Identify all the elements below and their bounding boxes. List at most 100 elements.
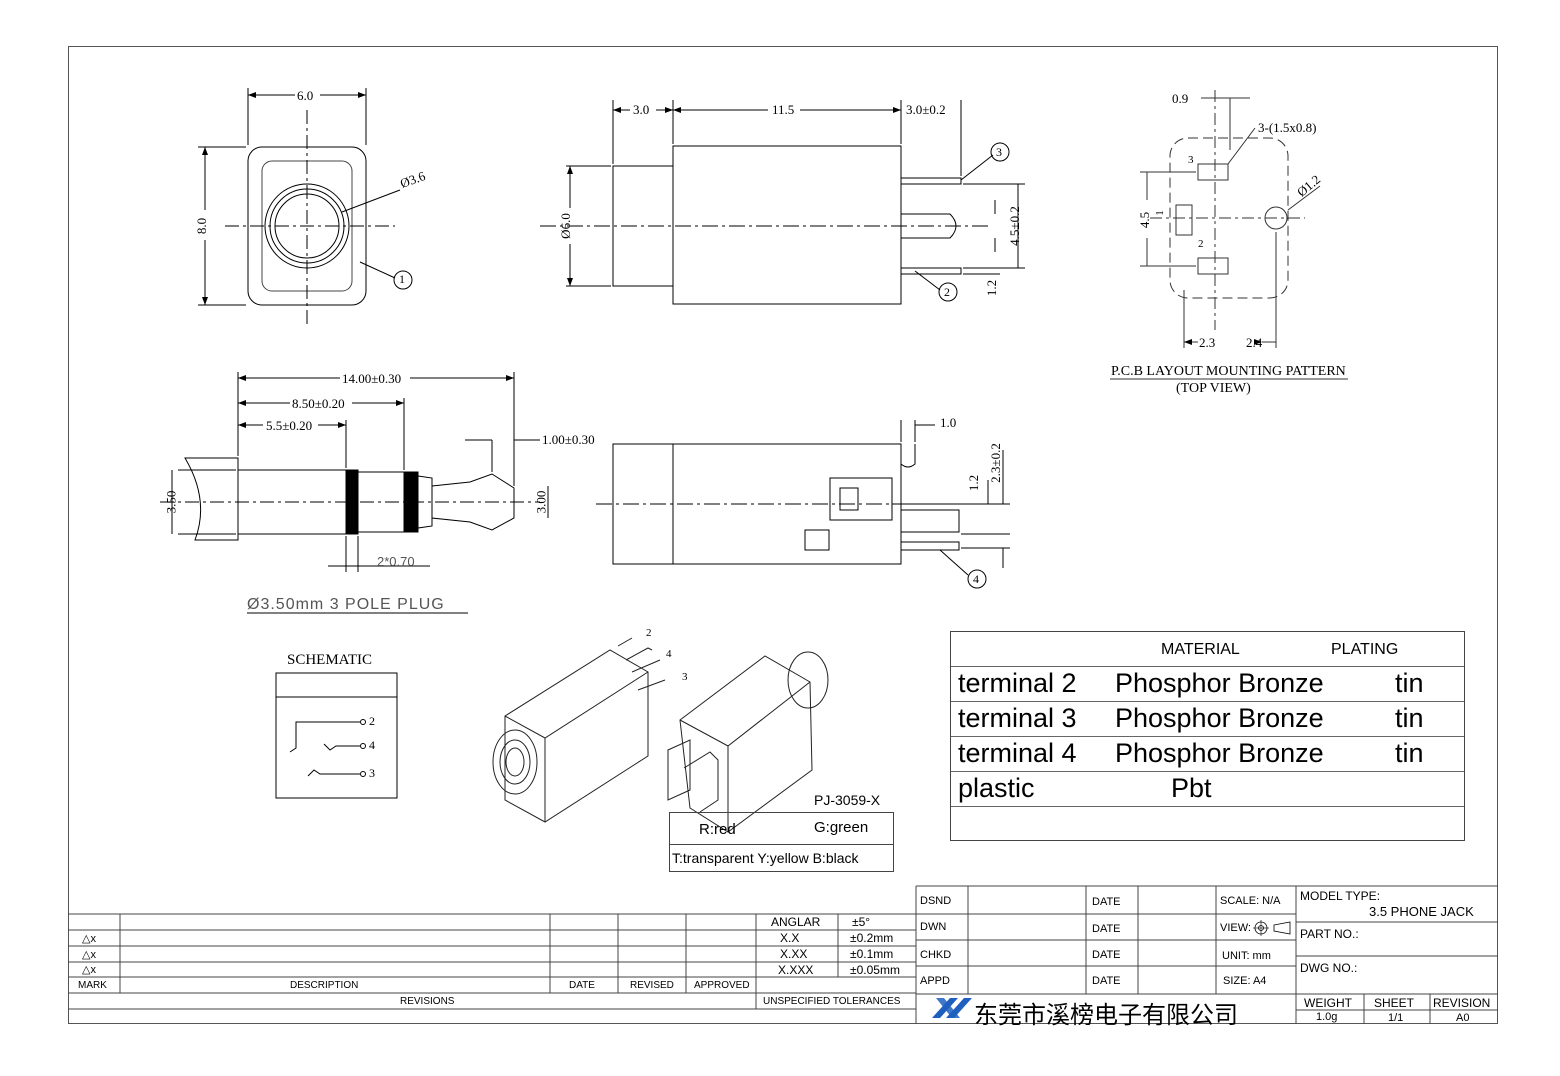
projection-symbol-icon (1253, 920, 1291, 936)
dim-pcb-24: 2.4 (1246, 335, 1263, 350)
tb-view: VIEW: (1220, 922, 1251, 934)
company-logo (932, 998, 972, 1018)
header-plating: PLATING (1331, 641, 1399, 658)
color-table: R:red G:green T:transparent Y:yellow B:b… (669, 812, 894, 872)
dim-side-rear: 3.0 (633, 102, 650, 117)
rev-mark-header: MARK (78, 980, 107, 991)
material-name: Phosphor Bronze (1115, 703, 1324, 733)
material-row: plastic Pbt (951, 772, 1464, 807)
material-name: Phosphor Bronze (1115, 738, 1324, 768)
tb-part-no: PART NO.: (1300, 927, 1359, 941)
tol-footer: UNSPECIFIED TOLERANCES (763, 996, 901, 1007)
tb-weight-value: 1.0g (1316, 1011, 1338, 1023)
dim-bottom-23: 2.3±0.2 (987, 443, 1003, 483)
tb-date-1: DATE (1092, 896, 1121, 908)
drawing-frame (68, 46, 1498, 1024)
dim-plug-55: 5.5±0.20 (266, 418, 313, 433)
tb-weight: WEIGHT (1304, 996, 1352, 1010)
rev-description-header: DESCRIPTION (290, 980, 359, 991)
tb-dsnd: DSND (920, 895, 952, 907)
material-plating: tin (1395, 668, 1424, 698)
tb-unit: UNIT: mm (1222, 950, 1271, 962)
dim-plug-850: 8.50±0.20 (292, 396, 345, 411)
dim-front-width: 6.0 (297, 88, 314, 103)
dim-plug-ring: 2*0.70 (377, 554, 415, 569)
color-others: T:transparent Y:yellow B:black (672, 850, 859, 866)
dim-plug-diameter: 3.50 (163, 490, 179, 514)
tb-chkd: CHKD (920, 949, 952, 961)
material-table: MATERIAL PLATING terminal 2 Phosphor Bro… (950, 631, 1465, 841)
dim-side-pin: 3.0±0.2 (906, 102, 946, 117)
bottom-view (596, 420, 1010, 589)
tol-anglar: ANGLAR (771, 915, 821, 929)
tol-xx: X.XX (780, 947, 808, 961)
pcb-pin-1-label: 1 (1153, 210, 1166, 216)
dim-bottom-10: 1.0 (940, 415, 957, 430)
pcb-subtitle: (TOP VIEW) (1176, 381, 1251, 396)
tol-xx-value: ±0.1mm (850, 947, 894, 961)
header-material: MATERIAL (1161, 641, 1240, 658)
material-name: Pbt (1171, 773, 1212, 803)
tb-sheet: SHEET (1374, 996, 1415, 1010)
dim-plug-total: 14.00±0.30 (342, 371, 402, 386)
callout-2: 2 (944, 285, 950, 299)
tol-anglar-value: ±5° (852, 915, 871, 929)
isometric-view (492, 637, 829, 833)
color-green: G:green (814, 819, 869, 836)
tol-xxx-value: ±0.05mm (850, 963, 900, 977)
callout-3: 3 (996, 145, 1002, 159)
tb-date-3: DATE (1092, 949, 1121, 961)
tol-x-value: ±0.2mm (850, 931, 894, 945)
rev-mark-1: △x (82, 933, 96, 945)
part-code: PJ-3059-X (814, 792, 881, 808)
material-plating: tin (1395, 738, 1424, 768)
tb-dwg-no: DWG NO.: (1300, 961, 1358, 975)
schematic-pin-4: 4 (369, 738, 375, 752)
pcb-pin-2-label: 2 (1198, 238, 1204, 250)
iso-callout-4: 4 (666, 648, 672, 660)
dim-front-height: 8.0 (194, 217, 210, 235)
tb-appd: APPD (920, 975, 950, 987)
material-part: terminal 2 (958, 668, 1077, 698)
pcb-title: P.C.B LAYOUT MOUNTING PATTERN (1111, 364, 1346, 379)
tb-dwn: DWN (920, 921, 947, 933)
pcb-pin-3-label: 3 (1188, 154, 1194, 166)
rev-date-header: DATE (569, 980, 595, 991)
plug-view (160, 372, 549, 614)
side-view (540, 100, 1025, 305)
tb-revision-value: A0 (1456, 1012, 1470, 1024)
dim-pcb-09: 0.9 (1172, 91, 1189, 106)
rev-mark-3: △x (82, 964, 96, 976)
tb-date-2: DATE (1092, 923, 1121, 935)
callout-1: 1 (399, 272, 405, 286)
dim-side-diameter: Ø6.0 (557, 213, 573, 239)
dim-side-body: 11.5 (772, 102, 795, 117)
tb-model-value: 3.5 PHONE JACK (1369, 904, 1474, 919)
iso-callout-2: 2 (646, 627, 652, 639)
company-name: 东莞市溪榜电子有限公司 (974, 1001, 1238, 1029)
rev-revised-header: REVISED (630, 980, 674, 991)
plug-title: Ø3.50mm 3 POLE PLUG (247, 596, 445, 613)
tb-size: SIZE: A4 (1223, 975, 1267, 987)
material-plating: tin (1395, 703, 1424, 733)
tb-model-type: MODEL TYPE: (1300, 889, 1381, 903)
material-part: terminal 4 (958, 738, 1077, 768)
tb-scale: SCALE: N/A (1220, 895, 1281, 907)
material-header-row: MATERIAL PLATING (951, 632, 1464, 667)
schematic-pin-2: 2 (369, 714, 375, 728)
dim-pcb-23: 2.3 (1199, 335, 1216, 350)
iso-callout-3: 3 (682, 671, 688, 683)
pcb-layout (1110, 90, 1348, 380)
material-part: terminal 3 (958, 703, 1077, 733)
material-row: terminal 3 Phosphor Bronze tin (951, 702, 1464, 737)
material-row: terminal 2 Phosphor Bronze tin (951, 667, 1464, 702)
schematic (275, 672, 398, 799)
dim-side-pin-height: 1.2 (984, 279, 1000, 297)
material-name: Phosphor Bronze (1115, 668, 1324, 698)
dim-bottom-12: 1.2 (966, 474, 982, 492)
schematic-pin-3: 3 (369, 766, 375, 780)
rev-footer: REVISIONS (400, 996, 455, 1007)
dim-pcb-slots: 3-(1.5x0.8) (1258, 120, 1317, 135)
dim-side-pin-pitch: 4.5±0.2 (1006, 206, 1022, 246)
